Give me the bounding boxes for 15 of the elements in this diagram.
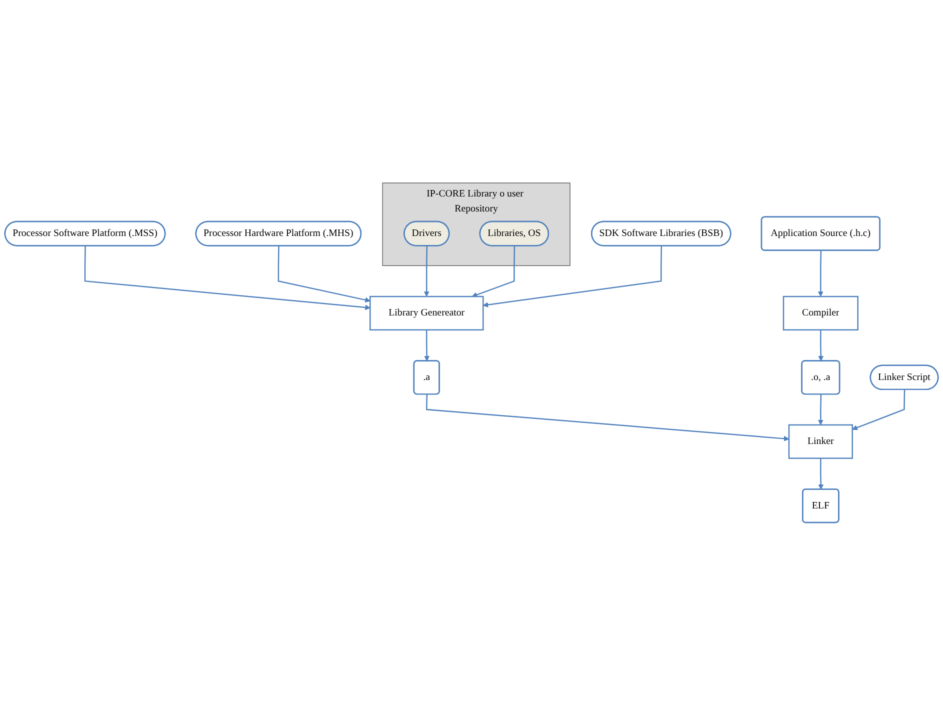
arrow — [472, 246, 516, 298]
arrow — [424, 246, 430, 298]
node-box: Library Genereator — [370, 296, 484, 331]
arrow — [84, 246, 370, 310]
node-box: Compiler — [782, 296, 858, 331]
arrow — [852, 390, 906, 430]
arrow — [818, 458, 824, 490]
arrow — [424, 330, 430, 362]
arrow — [818, 394, 824, 426]
arrow — [278, 246, 370, 303]
node-box: Linker — [788, 424, 853, 460]
arrow — [426, 394, 790, 442]
arrow — [818, 330, 824, 362]
arrow — [482, 246, 662, 308]
arrow — [818, 250, 824, 298]
